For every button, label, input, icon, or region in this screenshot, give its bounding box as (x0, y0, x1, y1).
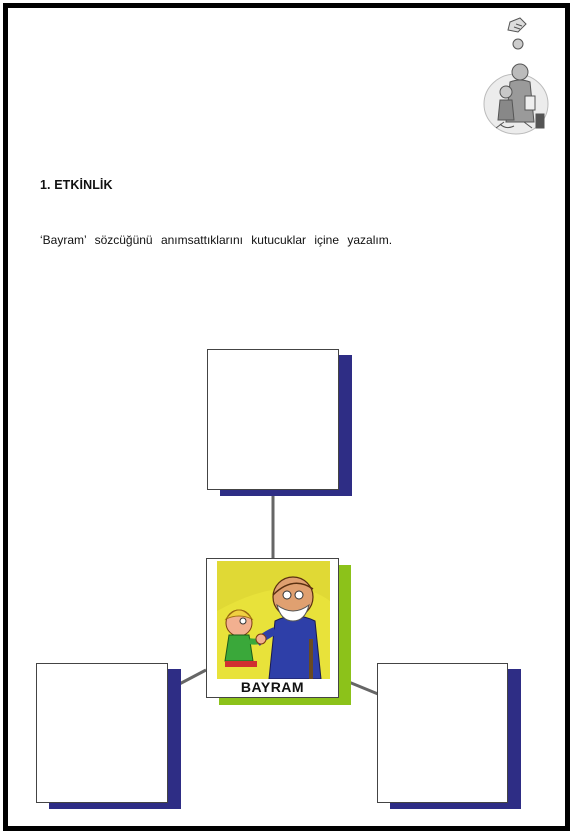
center-box: BAYRAM (206, 558, 339, 698)
top-answer-box[interactable] (207, 349, 339, 490)
right-answer-box[interactable] (377, 663, 508, 803)
left-answer-box[interactable] (36, 663, 168, 803)
bayram-illustration (217, 561, 330, 679)
center-label: BAYRAM (207, 679, 338, 695)
